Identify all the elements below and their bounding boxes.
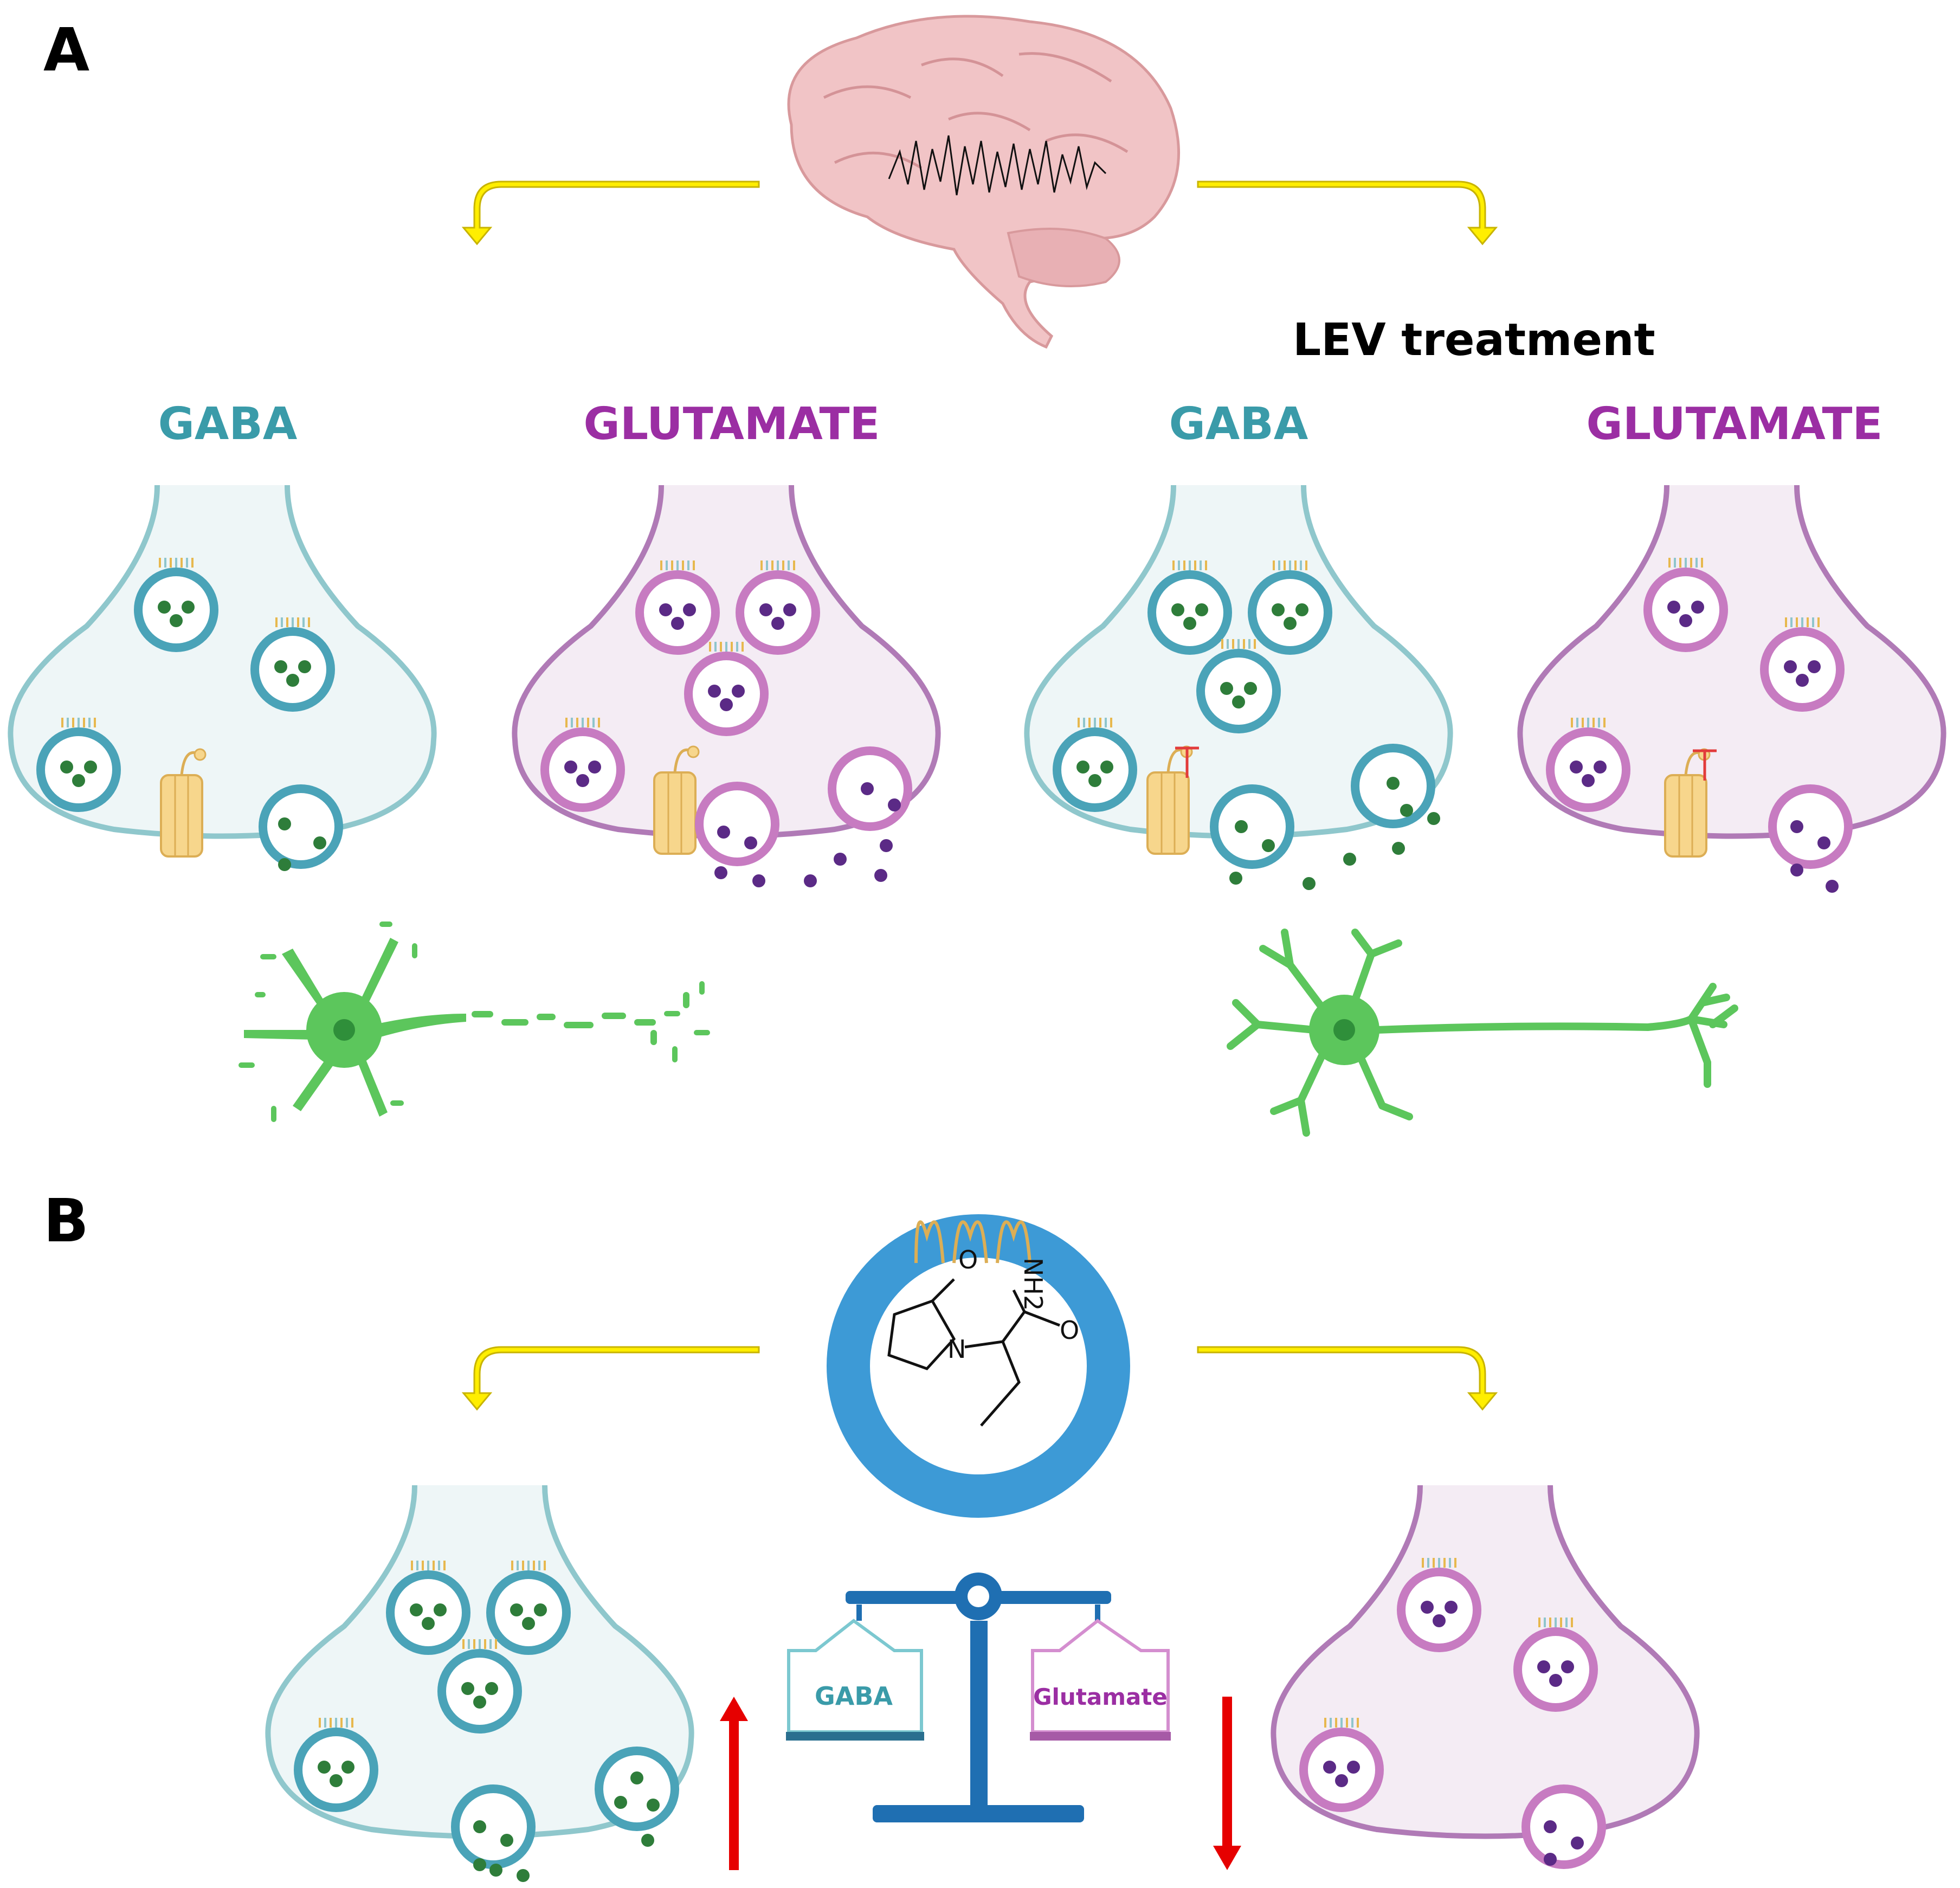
- arrow-to-untreated: [462, 181, 760, 245]
- untreated-glutamate-terminal: [514, 485, 938, 887]
- panel-b-letter: B: [43, 1186, 89, 1255]
- panel-a-letter: A: [43, 15, 89, 85]
- brain-illustration: [787, 15, 1180, 349]
- scale-gaba-label: GABA: [815, 1681, 893, 1711]
- gaba-increase-arrow: [720, 1697, 748, 1870]
- atom-nh2: NH2: [1018, 1258, 1048, 1311]
- treated-glutamate-label: GLUTAMATE: [1587, 398, 1883, 450]
- damaged-neuron: [238, 922, 710, 1122]
- treated-glutamate-terminal: [1520, 485, 1943, 893]
- sv2a-levetiracetam: O N O NH2: [827, 1214, 1130, 1518]
- scale-glutamate-label: Glutamate: [1033, 1684, 1168, 1710]
- lev-treatment-title: LEV treatment: [1293, 314, 1655, 366]
- untreated-gaba-terminal: [10, 485, 434, 871]
- balance-scale: [786, 1573, 1171, 1822]
- atom-n: N: [947, 1335, 966, 1364]
- panel-b-glutamate-terminal: [1273, 1485, 1697, 1869]
- untreated-gaba-label: GABA: [158, 398, 298, 450]
- treated-gaba-terminal: [1027, 485, 1450, 890]
- untreated-glutamate-label: GLUTAMATE: [584, 398, 880, 450]
- arrow-to-glutamate-terminal: [1197, 1346, 1497, 1410]
- atom-o-amide: O: [1060, 1316, 1079, 1345]
- panel-b-gaba-terminal: [268, 1485, 691, 1882]
- glutamate-decrease-arrow: [1213, 1697, 1241, 1870]
- atom-o-ring: O: [958, 1245, 978, 1274]
- treated-gaba-label: GABA: [1169, 398, 1308, 450]
- arrow-to-gaba-terminal: [462, 1346, 760, 1410]
- healthy-neuron: [1227, 929, 1738, 1137]
- arrow-to-treated: [1197, 181, 1497, 245]
